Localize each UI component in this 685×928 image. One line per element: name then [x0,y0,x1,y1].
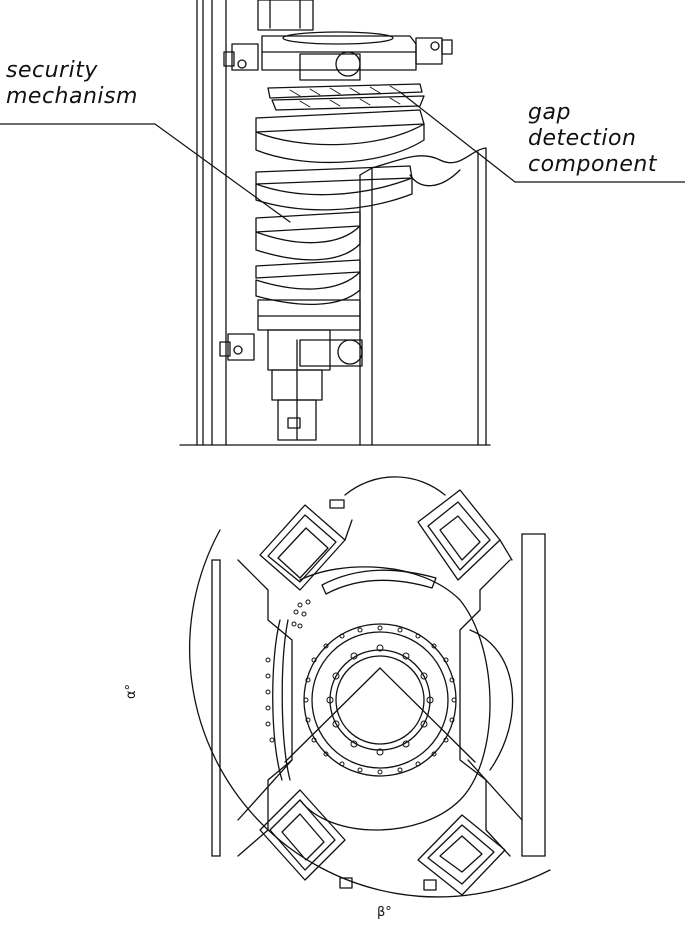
gap-label-line2: component [528,152,657,177]
security-mechanism-label: security mechanism [6,58,138,110]
clamp-unit-bottom-left [259,789,353,889]
gap-detection-label: gap detection component [528,100,685,178]
top-view [189,476,551,898]
security-leader-line [0,123,291,223]
clamp-unit-top-right [417,489,513,581]
beta-angle-label: β° [377,905,392,920]
gap-label-line1: gap detection [528,100,637,151]
clamp-unit-top-left [259,499,353,591]
clamp-unit-bottom-right [417,814,506,896]
alpha-angle-label: α° [124,683,140,700]
side-view [179,0,491,446]
security-label-line2: mechanism [6,84,138,109]
security-label-line1: security [6,58,98,83]
gap-leader-line [399,91,685,183]
